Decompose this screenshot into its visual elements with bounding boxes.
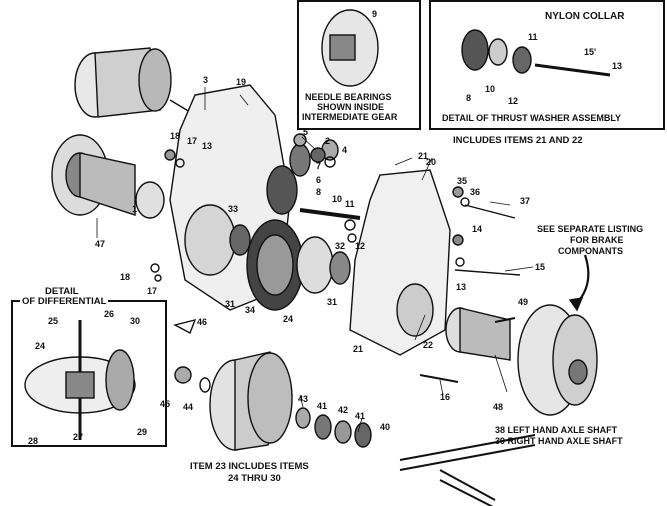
part-number-6: 6 (316, 175, 322, 185)
tire-part (209, 351, 293, 451)
part-number-49: 49 (518, 297, 529, 307)
part-number-30: 30 (130, 316, 141, 326)
brake-listing-caption-2: FOR BRAKE (570, 235, 624, 245)
part-number-18-b: 18 (120, 272, 131, 282)
part-number-13: 13 (612, 61, 623, 71)
part-number-13-c: 13 (456, 282, 467, 292)
thrust-washer-detail-box (429, 0, 665, 130)
part-number-41-b: 41 (355, 411, 366, 421)
item23-caption-2: 24 THRU 30 (228, 473, 281, 484)
part-number-17-b: 17 (147, 286, 158, 296)
brake-drum-part (517, 304, 598, 416)
needle-bearing-caption-1: NEEDLE BEARINGS (305, 92, 392, 102)
part-number-48: 48 (493, 402, 504, 412)
part-number-40: 40 (380, 422, 391, 432)
pulley-part (51, 134, 165, 219)
part-number-21-b: 21 (353, 344, 364, 354)
needle-bearing-detail-box (297, 0, 421, 130)
part-number-11: 11 (528, 32, 538, 42)
differential-detail (24, 320, 136, 440)
bolts-part (419, 317, 516, 383)
part-number-27: 27 (73, 432, 84, 442)
washer-stack-part (295, 407, 372, 448)
needle-bearing-caption-3: INTERMEDIATE GEAR (302, 112, 398, 122)
part-number-18: 18 (170, 131, 181, 141)
part-number-22: 22 (423, 340, 434, 350)
part-number-9: 9 (372, 9, 378, 19)
small-parts-part (150, 133, 470, 334)
differential-caption-2: OF DIFFERENTIAL (20, 296, 109, 307)
part-number-28: 28 (28, 436, 39, 446)
includes-items-caption: INCLUDES ITEMS 21 AND 22 (453, 135, 583, 146)
part-number-17: 17 (187, 136, 198, 146)
part-number-2: 2 (325, 136, 331, 146)
part-number-16: 16 (440, 392, 451, 402)
part-number-31-b: 31 (327, 297, 338, 307)
part-number-31: 31 (225, 299, 236, 309)
differential-detail-box (11, 300, 167, 447)
part-number-5: 5 (303, 127, 309, 137)
part-number-7: 7 (316, 161, 322, 171)
brake-listing-caption-1: SEE SEPARATE LISTING (537, 224, 644, 234)
part-number-35: 35 (457, 176, 468, 186)
part-number-12: 12 (508, 96, 519, 106)
brake-listing-caption-3: COMPONANTS (558, 246, 623, 256)
needle-bearing-detail (321, 9, 379, 87)
part-number-12-b: 12 (355, 241, 366, 251)
part-number-33: 33 (228, 204, 239, 214)
part-number-26: 26 (104, 309, 115, 319)
part-number-36: 36 (470, 187, 481, 197)
part-number-3: 3 (203, 75, 209, 85)
part-number-42: 42 (338, 405, 349, 415)
thrust-washer-caption: DETAIL OF THRUST WASHER ASSEMBLY (442, 113, 622, 123)
part-number-4: 4 (342, 145, 348, 155)
right-axle-caption: 39 RIGHT HAND AXLE SHAFT (495, 436, 623, 446)
part-number-21: 21 (418, 151, 429, 161)
nylon-collar-caption: NYLON COLLAR (545, 11, 625, 22)
part-number-24: 24 (283, 314, 294, 324)
part-number-15: 15' (584, 47, 597, 57)
ring-gear-part (246, 219, 351, 311)
leader-lines (96, 87, 534, 433)
part-number-45: 45 (160, 399, 171, 409)
brake-arrow-head (568, 297, 584, 312)
left-axle-caption: 38 LEFT HAND AXLE SHAFT (495, 425, 618, 435)
part-number-34: 34 (245, 305, 256, 315)
thrust-washer-detail (461, 29, 611, 77)
part-number-32: 32 (335, 241, 346, 251)
part-number-8: 8 (466, 93, 472, 103)
part-number-14: 14 (472, 224, 483, 234)
part-number-1: 1 (132, 204, 138, 214)
axle-shaft-part (399, 434, 536, 506)
part-number-10: 10 (485, 84, 496, 94)
part-number-19: 19 (236, 77, 247, 87)
part-number-8-b: 8 (316, 187, 322, 197)
part-number-11-b: 11 (345, 199, 355, 209)
right-housing-part (349, 169, 521, 356)
part-number-20: 20 (426, 157, 437, 167)
part-number-46: 46 (197, 317, 208, 327)
part-number-41: 41 (317, 401, 328, 411)
part-number-29: 29 (137, 427, 148, 437)
part-number-44: 44 (183, 402, 194, 412)
hub-nut-part (174, 366, 211, 393)
part-number-10-b: 10 (332, 194, 343, 204)
part-number-24-b: 24 (35, 341, 46, 351)
part-number-15-b: 15 (535, 262, 546, 272)
part-number-37: 37 (520, 196, 531, 206)
part-number-43: 43 (298, 394, 309, 404)
item23-caption-1: ITEM 23 INCLUDES ITEMS (190, 461, 309, 472)
part-number-13-b: 13 (202, 141, 213, 151)
needle-bearing-caption-2: SHOWN INSIDE (317, 102, 385, 112)
part-number-47: 47 (95, 239, 106, 249)
differential-caption-1: DETAIL (45, 286, 79, 297)
axle-flange-part (445, 307, 511, 361)
part-number-25: 25 (48, 316, 59, 326)
motor-part (74, 47, 196, 118)
